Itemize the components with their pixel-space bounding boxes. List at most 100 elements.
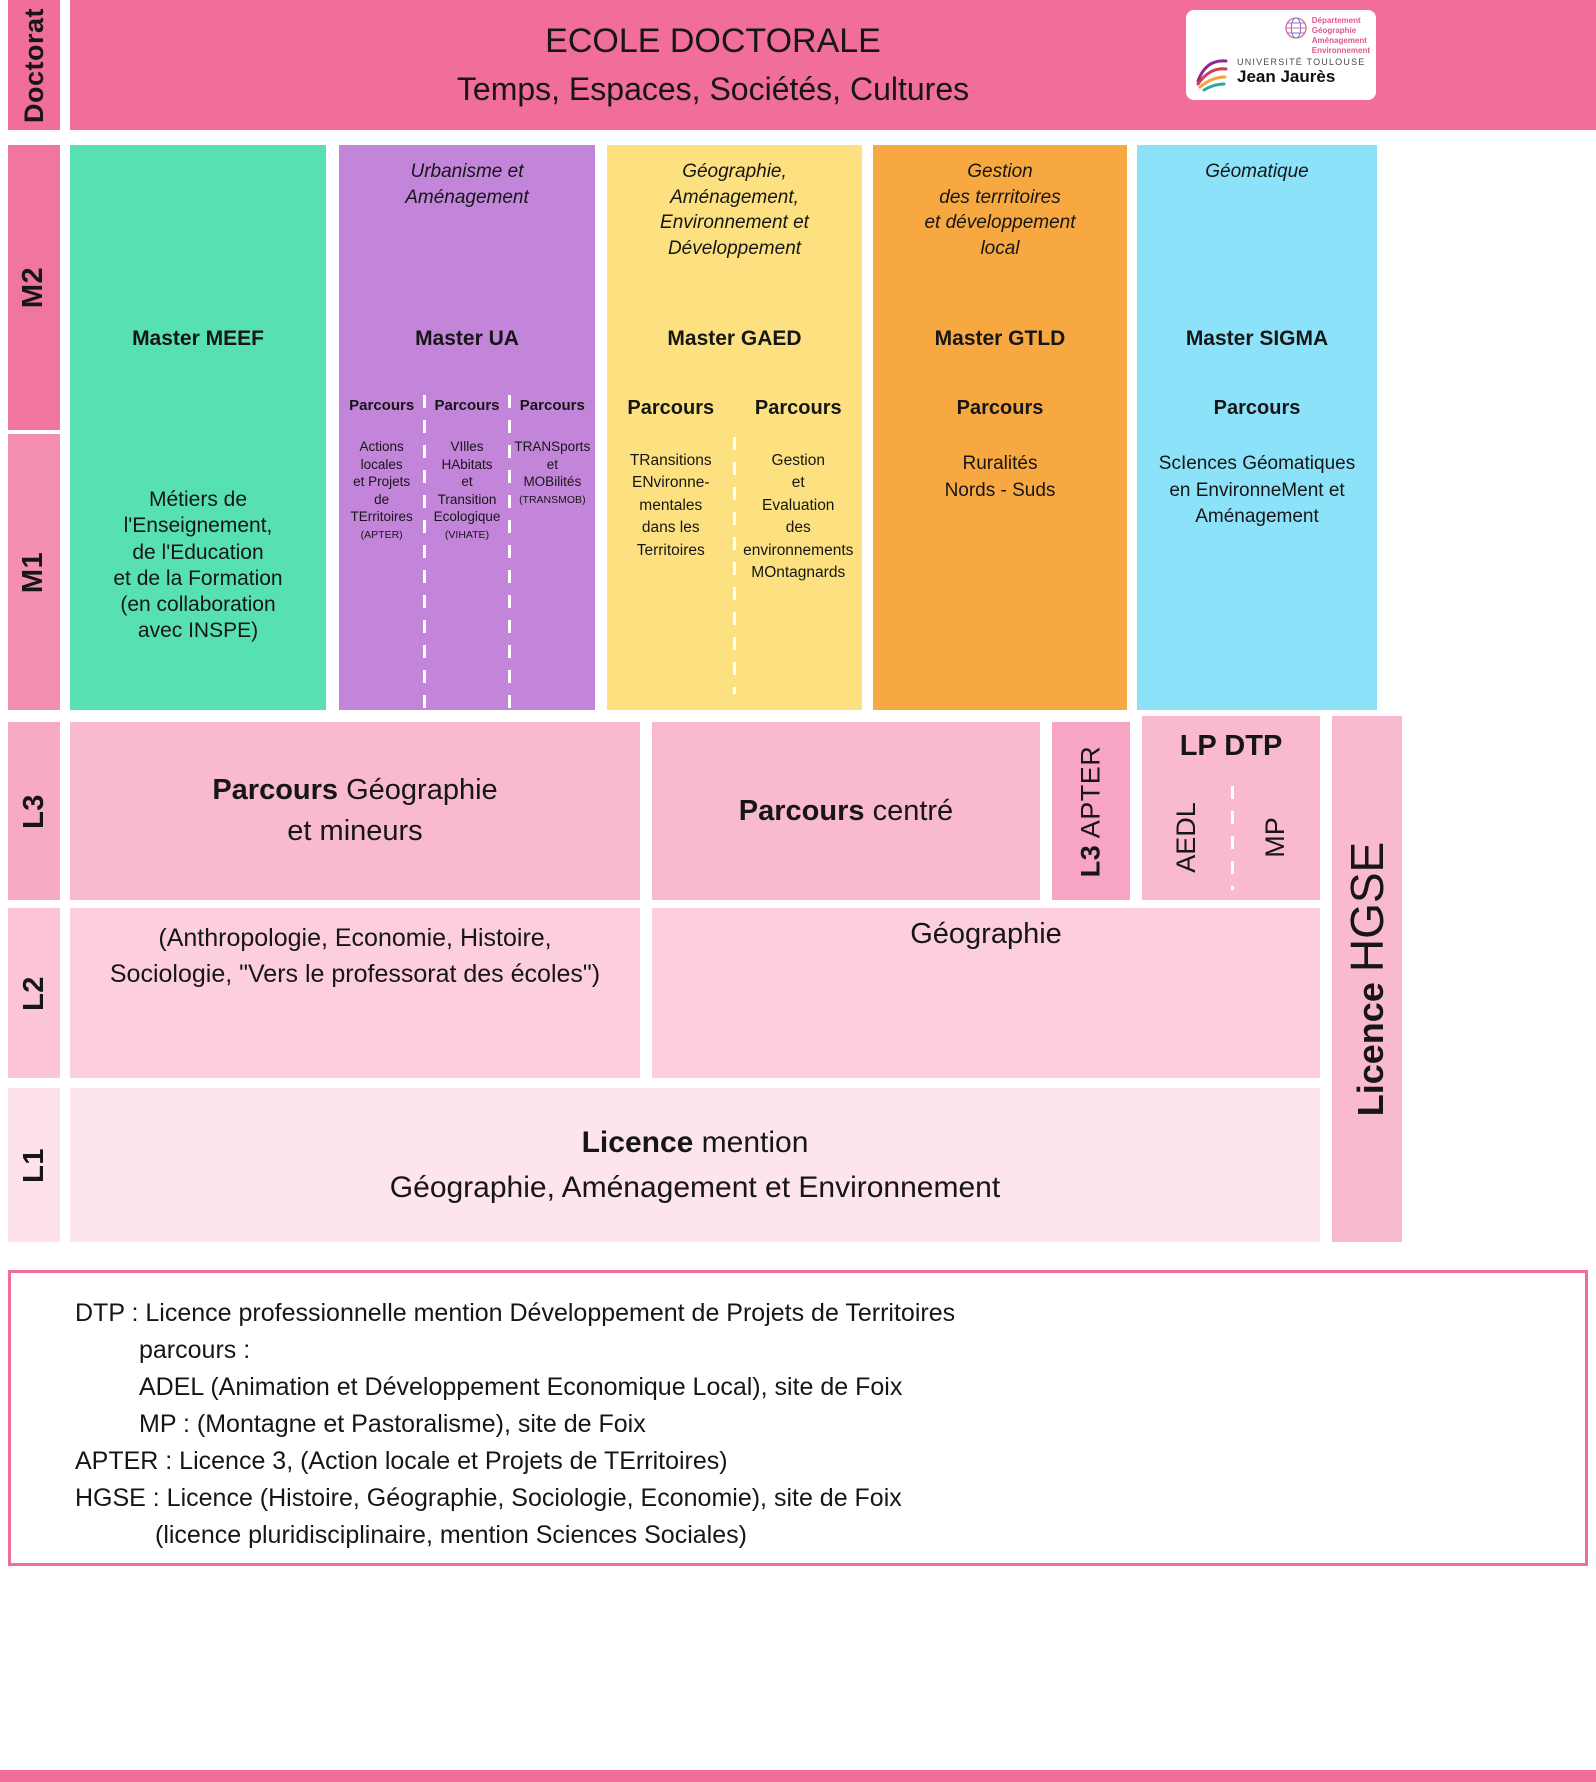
level-label-m2: M2 xyxy=(8,145,60,430)
licence-bold: Licence xyxy=(581,1126,694,1159)
parcours-text: Gestion et Evaluation des environnements… xyxy=(743,452,854,582)
master-ua-column: Urbanisme et Aménagement Master UA Parco… xyxy=(339,145,595,710)
parcours-acronym: (APTER) xyxy=(360,528,403,541)
globe-icon xyxy=(1285,17,1307,39)
l3-parcours-geographie-line1: Parcours Géographie xyxy=(212,770,497,811)
banner-subtitle: Temps, Espaces, Sociétés, Cultures xyxy=(456,71,970,107)
parcours-label: Parcours xyxy=(627,397,715,419)
parcours-text: ScIences Géomatiques en EnvironneMent et… xyxy=(1158,453,1356,528)
parcours-text: TRansitions ENvironne- mentales dans les… xyxy=(629,452,712,559)
l3-bold: L3 xyxy=(1075,844,1106,877)
department-block: Département Géographie Aménagement Envir… xyxy=(1284,16,1370,56)
parcours-text: Ruralités Nords - Suds xyxy=(944,453,1056,501)
l2-geographie-block: Géographie xyxy=(652,908,1320,1078)
level-label-l2: L2 xyxy=(8,908,60,1078)
university-logo-mark-icon xyxy=(1196,59,1228,92)
licence-hgse-text: Licence HGSE xyxy=(1340,842,1394,1116)
level-label-m1: M1 xyxy=(8,434,60,710)
parcours-label: Parcours xyxy=(519,397,585,414)
parcours-label: Parcours xyxy=(754,397,842,419)
parcours-apter: Parcours Actions locales et Projets de T… xyxy=(339,397,424,710)
master-gtld-program: Gestion des terrritoires et développemen… xyxy=(924,161,1076,259)
master-meef-description: Métiers de l'Enseignement, de l'Educatio… xyxy=(113,488,283,643)
licence-hgse-bar: Licence HGSE xyxy=(1332,716,1402,1242)
apter-rest: APTER xyxy=(1075,745,1106,845)
lp-dtp-mp: MP xyxy=(1231,774,1320,900)
university-wordmark: UNIVERSITÉ TOULOUSE Jean Jaurès xyxy=(1192,52,1366,92)
aedl-label: AEDL xyxy=(1170,801,1201,873)
l3-parcours-geographie-line2: et mineurs xyxy=(287,815,423,847)
l3-parcours-geographie-block: Parcours Géographie et mineurs xyxy=(70,722,640,900)
department-labels: Département Géographie Aménagement Envir… xyxy=(1312,16,1370,56)
l1-line1: Licence mention xyxy=(582,1120,809,1165)
parcours-acronym: (TRANSMOB) xyxy=(519,493,586,506)
l2-minors-block: (Anthropologie, Economie, Histoire, Soci… xyxy=(70,908,640,1078)
l1-licence-mention-block: Licence mention Géographie, Aménagement … xyxy=(70,1088,1320,1242)
level-label-l3: L3 xyxy=(8,722,60,900)
mp-label: MP xyxy=(1260,816,1290,858)
parcours-acronym: (VIHATE) xyxy=(444,528,490,541)
parcours-label: Parcours xyxy=(956,397,1044,419)
l1-line2: Géographie, Aménagement et Environnement xyxy=(389,1171,1001,1204)
lp-dtp-block: LP DTP AEDL MP xyxy=(1142,716,1320,900)
level-label-m1-text: M1 xyxy=(17,551,50,593)
parcours-text: Actions locales et Projets de TErritoire… xyxy=(350,439,413,525)
mention-rest: mention xyxy=(693,1126,809,1159)
parcours-rest: centré xyxy=(864,794,954,827)
hgse-big: HGSE xyxy=(1341,841,1394,973)
parcours-label: Parcours xyxy=(349,397,415,414)
department-line: Département xyxy=(1311,16,1361,25)
parcours-label: Parcours xyxy=(434,397,500,414)
parcours-text: TRANSports et MOBilités xyxy=(514,439,591,490)
legend-line-mp: MP : (Montagne et Pastoralisme), site de… xyxy=(139,1410,646,1438)
master-sigma-name: Master SIGMA xyxy=(1185,327,1329,350)
master-gaed-name: Master GAED xyxy=(667,327,802,350)
level-label-m2-text: M2 xyxy=(17,266,50,309)
banner-title: ECOLE DOCTORALE xyxy=(545,22,881,60)
dashed-divider xyxy=(508,395,511,710)
level-label-l3-text: L3 xyxy=(17,793,50,829)
lp-dtp-aedl: AEDL xyxy=(1142,774,1231,900)
parcours-bold: Parcours xyxy=(212,774,339,807)
master-gtld-name: Master GTLD xyxy=(934,327,1066,350)
level-label-l2-text: L2 xyxy=(17,975,50,1011)
level-label-l1: L1 xyxy=(8,1088,60,1242)
parcours-vihate: Parcours VIlles HAbitats et Transition E… xyxy=(424,397,509,710)
l3-apter-text: L3 APTER xyxy=(1076,745,1107,877)
legend-line-parcours: parcours : xyxy=(139,1336,251,1364)
department-line: Géographie xyxy=(1311,26,1357,35)
parcours-transmob: Parcours TRANSports et MOBilités (TRANSM… xyxy=(510,397,595,710)
master-ua-program: Urbanisme et Aménagement xyxy=(405,161,529,208)
dashed-divider xyxy=(1231,786,1234,890)
parcours-rest: Géographie xyxy=(338,774,498,807)
university-name-jean-jaures: Jean Jaurès xyxy=(1237,67,1336,86)
master-meef-column: Master MEEF Métiers de l'Enseignement, d… xyxy=(70,145,326,710)
master-sigma-column: Géomatique Master SIGMA Parcours ScIence… xyxy=(1137,145,1377,710)
master-sigma-program: Géomatique xyxy=(1205,161,1309,182)
parcours-transitions: Parcours TRansitions ENvironne- mentales… xyxy=(607,397,735,710)
legend-line-apter: APTER : Licence 3, (Action locale et Pro… xyxy=(75,1447,728,1475)
legend-line-adel: ADEL (Animation et Développement Economi… xyxy=(139,1373,903,1401)
university-name-block: UNIVERSITÉ TOULOUSE Jean Jaurès xyxy=(1237,57,1366,87)
university-logo-card: Département Géographie Aménagement Envir… xyxy=(1186,10,1376,100)
university-name: UNIVERSITÉ TOULOUSE xyxy=(1237,57,1366,67)
level-label-doctorat-text: Doctorat xyxy=(18,7,49,123)
lp-dtp-title: LP DTP xyxy=(1179,730,1283,762)
department-line: Environnement xyxy=(1311,46,1370,55)
department-line: Aménagement xyxy=(1311,36,1367,45)
dashed-divider xyxy=(733,437,736,694)
legend-line-hgse: HGSE : Licence (Histoire, Géographie, So… xyxy=(75,1484,902,1512)
licence-bold: Licence xyxy=(1350,982,1392,1117)
master-gaed-parcours-list: Parcours TRansitions ENvironne- mentales… xyxy=(607,397,862,710)
bottom-strip xyxy=(0,1770,1596,1782)
master-ua-name: Master UA xyxy=(415,327,519,350)
legend-line-dtp: DTP : Licence professionnelle mention Dé… xyxy=(75,1299,956,1327)
l3-parcours-centre-text: Parcours centré xyxy=(739,795,953,828)
dashed-divider xyxy=(423,395,426,710)
master-gtld-column: Gestion des terrritoires et développemen… xyxy=(873,145,1127,710)
parcours-text: VIlles HAbitats et Transition Ecologique xyxy=(433,439,501,525)
level-label-doctorat: Doctorat xyxy=(8,0,60,130)
master-gaed-column: Géographie, Aménagement, Environnement e… xyxy=(607,145,862,710)
master-gaed-program: Géographie, Aménagement, Environnement e… xyxy=(660,161,809,259)
master-meef-name: Master MEEF xyxy=(132,327,264,350)
